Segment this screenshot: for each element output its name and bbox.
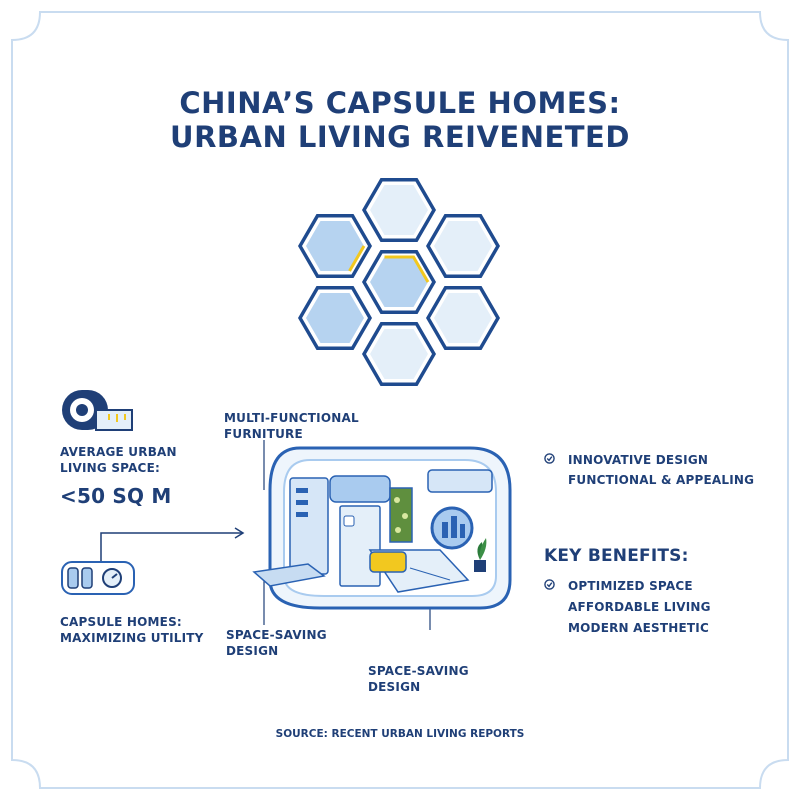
- source-note: SOURCE: RECENT URBAN LIVING REPORTS: [275, 728, 525, 740]
- hexagon-upper-left: [298, 214, 372, 278]
- check-circle-icon: [544, 576, 558, 597]
- capsule-note: CAPSULE HOMES: MAXIMIZING UTILITY: [60, 614, 204, 646]
- callout-space-left-line-1: SPACE-SAVING: [226, 628, 327, 642]
- callout-space-saving-left: SPACE-SAVING DESIGN: [226, 627, 327, 659]
- control-panel-icon: [61, 561, 135, 595]
- capsule-note-line-1: CAPSULE HOMES:: [60, 615, 182, 629]
- check-circle-icon: [544, 450, 558, 470]
- stat-label: AVERAGE URBAN LIVING SPACE:: [60, 444, 177, 476]
- callout-space-saving-bottom: SPACE-SAVING DESIGN: [368, 663, 469, 695]
- callout-furniture-line-2: FURNITURE: [224, 427, 303, 441]
- tape-measure-icon: [62, 390, 133, 431]
- callout-furniture: MULTI-FUNCTIONAL FURNITURE: [224, 410, 359, 442]
- hexagon-center: [362, 250, 436, 314]
- capsule-note-line-2: MAXIMIZING UTILITY: [60, 631, 204, 645]
- innovation-block: INNOVATIVE DESIGN FUNCTIONAL & APPEALING: [544, 450, 754, 490]
- benefits-heading: KEY BENEFITS:: [544, 546, 689, 566]
- callout-furniture-line-1: MULTI-FUNCTIONAL: [224, 411, 359, 425]
- innovation-line-1: INNOVATIVE DESIGN: [544, 450, 754, 470]
- stat-label-line-1: AVERAGE URBAN: [60, 445, 177, 459]
- callout-space-left-line-2: DESIGN: [226, 644, 279, 658]
- hexagon-lower-left: [298, 286, 372, 350]
- callout-space-bottom-line-2: DESIGN: [368, 680, 421, 694]
- arrow-right-icon: [100, 527, 245, 561]
- hexagon-lower-right: [426, 286, 500, 350]
- capsule-home-illustration: [252, 440, 512, 630]
- page-title-line-2: URBAN LIVING REIVENETED: [170, 120, 630, 154]
- benefit-text-1: OPTIMIZED SPACE: [568, 579, 693, 593]
- benefit-item-2: AFFORDABLE LIVING: [568, 600, 711, 614]
- benefit-item-1: OPTIMIZED SPACE: [544, 576, 711, 597]
- stat-value: <50 SQ M: [60, 484, 172, 508]
- innovation-text-2: FUNCTIONAL & APPEALING: [568, 473, 755, 487]
- hexagon-bottom: [362, 322, 436, 386]
- benefits-list: OPTIMIZED SPACE AFFORDABLE LIVING MODERN…: [544, 576, 711, 639]
- hexagon-upper-right: [426, 214, 500, 278]
- innovation-text-1: INNOVATIVE DESIGN: [568, 453, 709, 467]
- hexagon-top: [362, 178, 436, 242]
- stat-label-line-2: LIVING SPACE:: [60, 461, 160, 475]
- callout-space-bottom-line-1: SPACE-SAVING: [368, 664, 469, 678]
- benefit-item-3: MODERN AESTHETIC: [568, 621, 709, 635]
- page-title-line-1: CHINA’S CAPSULE HOMES:: [179, 86, 621, 120]
